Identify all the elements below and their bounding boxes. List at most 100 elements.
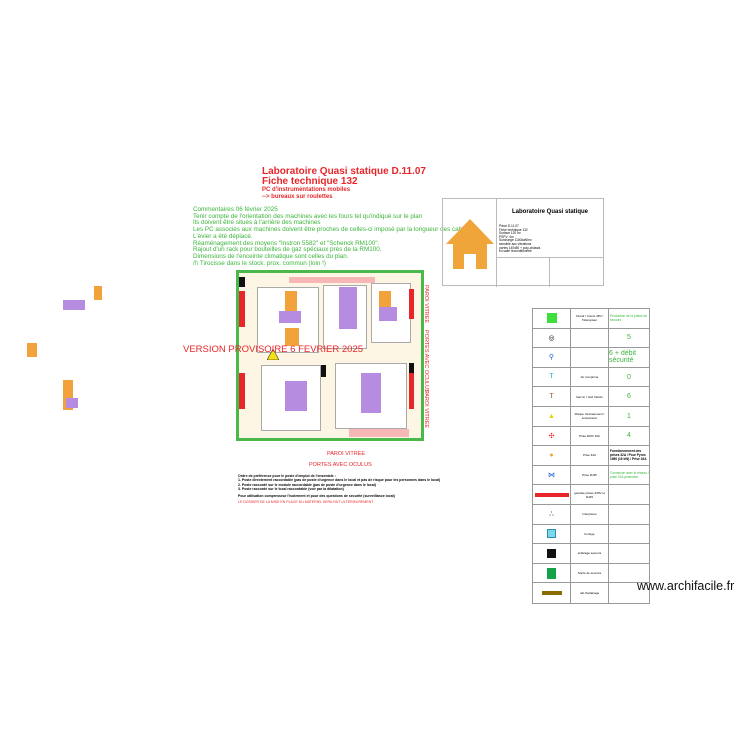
wall-outlets	[239, 291, 245, 327]
bench	[289, 277, 375, 283]
comment-line: Commentaires 06 février 2025	[193, 206, 278, 213]
gas-icon: Ⲧ	[533, 367, 571, 387]
plan-title: Laboratoire Quasi statique D.11.07 Fiche…	[262, 167, 426, 187]
legend-row: ▲Risque d'écrasement / surpression 1	[533, 406, 649, 427]
column	[321, 365, 326, 377]
legend-description	[571, 348, 609, 367]
gas-bottle-icon: Ⲧ	[533, 387, 571, 406]
note-line: 3. Poste raccordé sur le local raccordab…	[238, 486, 344, 491]
legend-description: Risque d'écrasement / surpression	[571, 406, 609, 426]
title-block-info-line: Surcharge 1100daN/m²	[499, 238, 532, 243]
subtitle-line-2: --> bureaux sur roulettes	[262, 194, 333, 200]
note-line: Ordre de préférence pour le poste d'empl…	[238, 474, 336, 478]
machine-symbol	[63, 300, 85, 310]
glass-wall	[409, 289, 414, 319]
machine-rm100	[339, 287, 357, 329]
green-square-icon	[533, 309, 571, 328]
comment-line: Réaménagement des moyens "Instron 5582" …	[193, 239, 380, 247]
title-block-info-line: sensible aux vibrations	[499, 241, 532, 246]
legend-value	[609, 485, 649, 504]
legend-description	[571, 328, 609, 348]
warning-icon	[267, 349, 279, 360]
title-block-info-line: portes 140x80 + poly-châssis	[499, 245, 541, 250]
legend-value: 1	[627, 412, 631, 420]
notes-red-line: LE DOSSIER DE LA MISE EN PLACE DU MATERI…	[238, 500, 374, 504]
column	[409, 363, 414, 373]
title-line-2: Fiche technique 132	[262, 176, 358, 187]
note-line: Pour utilisation compresseur l'isolement…	[238, 494, 395, 499]
label-paroi-vitree-right-top: PAROI VITREE	[423, 285, 429, 324]
label-paroi-vitree-bottom: PAROI VITREE	[327, 451, 366, 457]
legend-row: rail d'éclairage	[533, 583, 649, 603]
comment-line: Ils doivent être situés à l'arrière des …	[193, 219, 321, 227]
machine	[361, 373, 381, 413]
legend-description: Gaz Ar / Gaz hélium	[571, 387, 609, 406]
title-block-info-line: PSPV: 4m	[499, 234, 514, 239]
legend-row: ⚲ 6 + débit sécurité	[533, 348, 649, 368]
power-outlet-icon: ●	[533, 446, 571, 465]
oven-symbol	[27, 343, 37, 357]
legend-row: ∴Interphone	[533, 504, 649, 525]
legend-value: Production de la phase de secours	[610, 314, 648, 323]
comment-line: Tenir compte de l'orientation des machin…	[193, 212, 423, 220]
comment-line: Les PC associés aux machines doivent êtr…	[193, 226, 471, 234]
oven	[285, 328, 299, 346]
label-paroi-vitree-right-bottom: PAROI VITREE	[423, 390, 429, 429]
legend-row: Sortie de secours	[533, 563, 649, 584]
legend-value: 0	[627, 373, 631, 381]
legend-value: Connexion avec le réseau / prise 32A pro…	[610, 471, 649, 480]
legend-value	[609, 544, 649, 563]
legend-value	[609, 505, 649, 524]
legend-value: 6 + débit sécurité	[609, 350, 637, 365]
subtitle-line-1: PC d'instrumentations mobiles	[262, 187, 351, 193]
network-icon: ⋈	[533, 465, 571, 485]
comment-line: /!\ Tirocisse dans le stock. prox. commu…	[193, 259, 326, 267]
watermark: www.archifacile.fr	[637, 579, 735, 593]
machine-symbol	[66, 398, 78, 408]
version-label: VERSION PROVISOIRE 6 FEVRIER 2025	[183, 344, 364, 355]
title-block-info-line: Pièce D.11.07	[499, 224, 519, 228]
note-line: 1. Poste directement raccordable (pas de…	[238, 478, 441, 483]
legend-description: Prise 400V 16A	[571, 426, 609, 446]
floor-plan: PAROI VITREE	[236, 270, 424, 457]
house-icon	[443, 199, 497, 287]
legend-description: rail d'éclairage	[571, 583, 609, 603]
column	[239, 277, 245, 287]
subtitle: PC d'instrumentations mobiles --> bureau…	[262, 187, 350, 201]
warning-icon: ▲	[533, 406, 571, 426]
lamp-icon: ∴	[533, 504, 571, 524]
title-line-1: Laboratoire Quasi statique D.11.07	[262, 166, 426, 177]
socket-icon: ◎	[533, 328, 571, 348]
power-strip-icon	[533, 485, 571, 504]
clock-icon	[533, 524, 571, 544]
legend-row: éclairage secours	[533, 544, 649, 564]
legend-description: horloge	[571, 524, 609, 544]
glass-wall	[409, 373, 414, 409]
fluid-outlet-icon: ⚲	[533, 348, 571, 367]
machine	[285, 381, 307, 411]
legend-row: horloge	[533, 524, 649, 545]
legend-description: Sortie de secours	[571, 563, 609, 583]
comment-line: L'évier a été déplacé.	[193, 232, 253, 240]
title-block: Laboratoire Quasi statique Pièce D.11.07…	[442, 198, 604, 287]
title-block-info-line: Surface 120 m²	[499, 231, 521, 236]
emergency-exit-icon	[533, 563, 571, 583]
title-block-heading: Laboratoire Quasi statique	[511, 209, 589, 215]
legend-description: goulotte prises 230V et RJ45	[571, 485, 609, 504]
legend-description: Prise 32A	[571, 446, 609, 465]
light-icon	[533, 544, 571, 563]
oven-symbol	[63, 380, 73, 410]
legend-description: Interphone	[571, 504, 609, 524]
legend-description: Circuit / Cuivre 48V / Télérupteur	[571, 309, 609, 328]
oven	[379, 291, 391, 307]
legend-description: éclairage secours	[571, 544, 609, 563]
title-block-info-line: en salle reconditionnée	[499, 249, 532, 254]
rail-icon	[533, 583, 571, 603]
legend-value	[609, 525, 649, 544]
legend-row: goulotte prises 230V et RJ45	[533, 485, 649, 505]
